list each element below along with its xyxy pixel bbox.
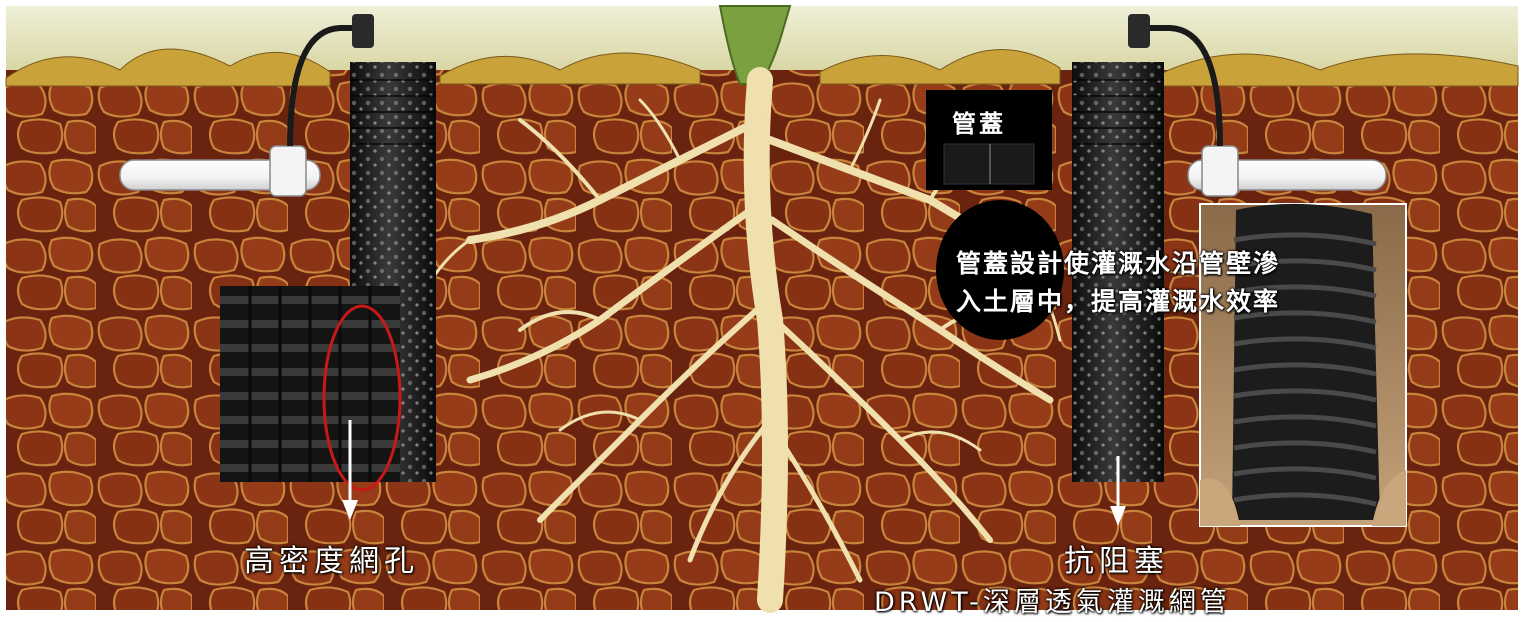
installed-pipe-photo: [1199, 203, 1407, 527]
emitter-left: [352, 14, 374, 48]
cap-description-line-1: 管蓋設計使灌溉水沿管壁滲: [956, 249, 1281, 278]
root-system: [418, 67, 1062, 613]
mesh-highlight-ring: [322, 304, 402, 492]
emitter-right: [1128, 14, 1150, 48]
anti-clog-label: 抗阻塞: [1064, 544, 1169, 579]
anti-clog-arrow-head: [1110, 506, 1126, 526]
cap-description-line-2: 入土層中，提高灌溉水效率: [956, 287, 1281, 316]
right-irrigation-pipe-assembly: [1072, 14, 1387, 526]
cap-label: 管蓋: [952, 110, 1006, 138]
cap-disc: [936, 200, 1064, 340]
drip-tube-left: [287, 25, 360, 147]
product-name-label: DRWT-深層透氣灌溉網管: [874, 587, 1231, 618]
mesh-arrow-head: [342, 500, 358, 520]
cap-illustration: [926, 90, 1064, 340]
left-irrigation-pipe-assembly: [119, 14, 436, 520]
mesh-sleeve: [220, 286, 400, 482]
drip-tube-right: [1150, 25, 1223, 147]
mesh-label: 高密度網孔: [244, 544, 419, 579]
grass-surface: [5, 48, 1519, 87]
